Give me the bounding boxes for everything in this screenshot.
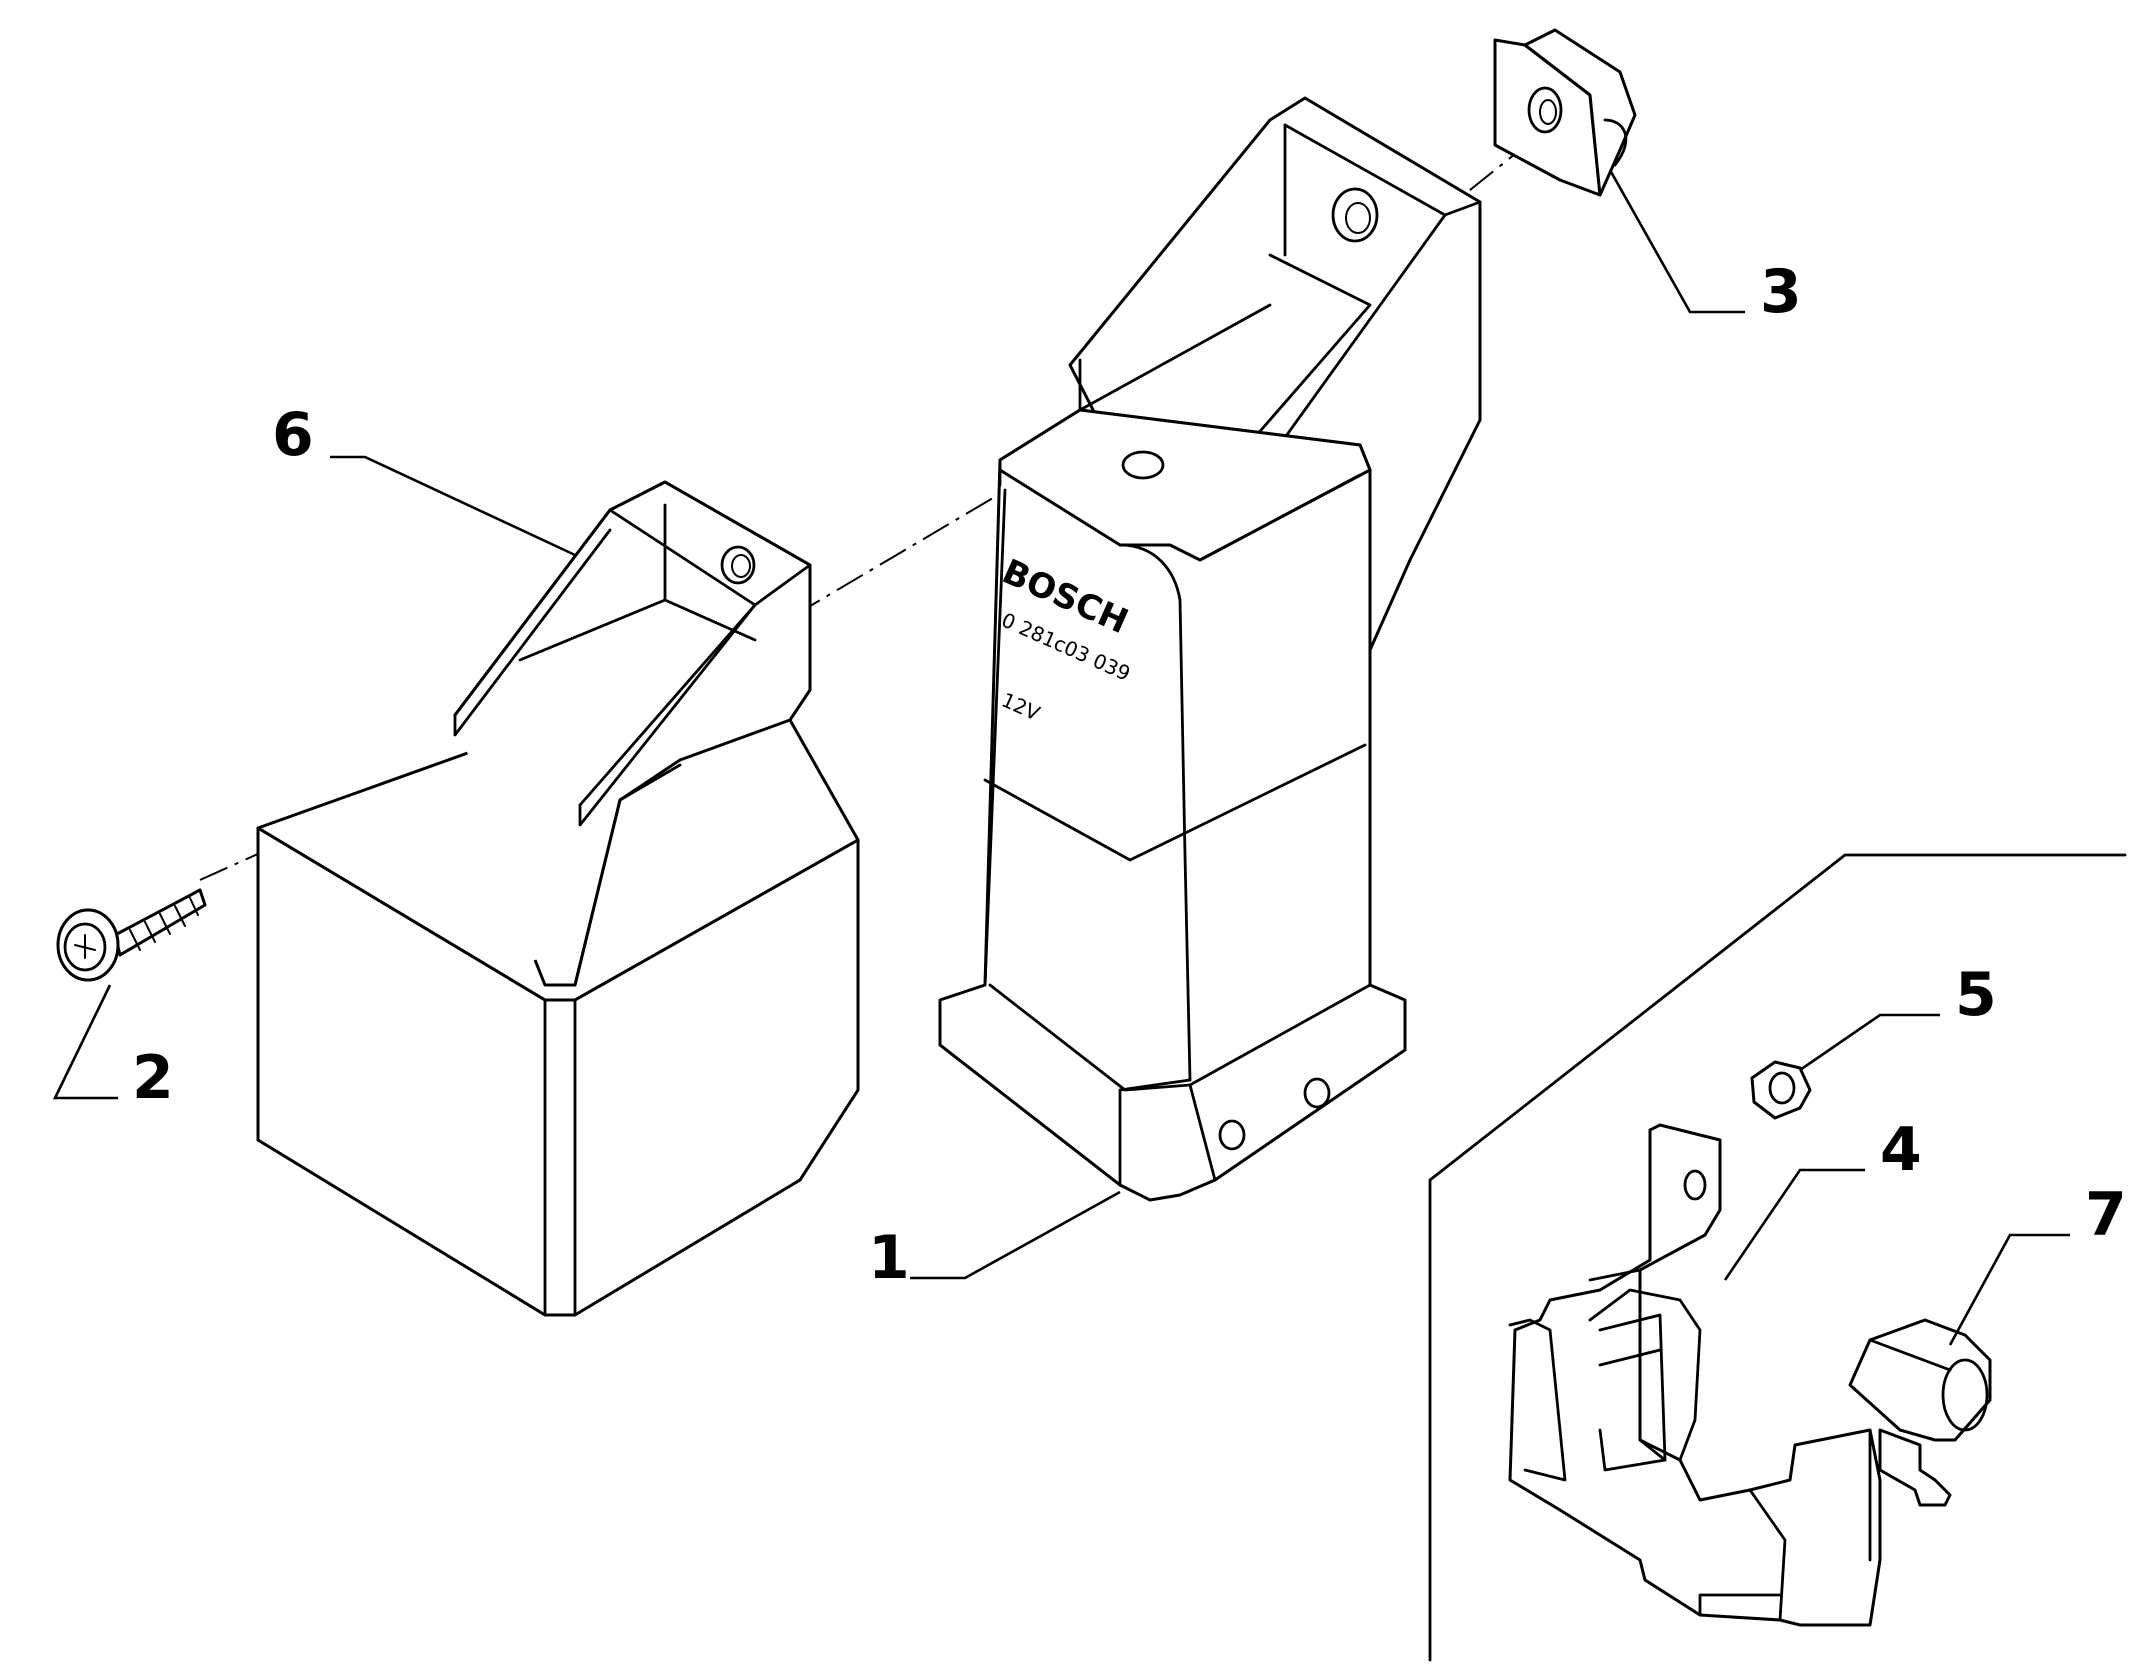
- phillips-screw-icon: [74, 934, 96, 959]
- part-7-push-clip: [1848, 1318, 1992, 1507]
- leader-line-3: [1608, 169, 1745, 314]
- leader-line-7: [1948, 1233, 2070, 1346]
- part-5-hex-nut: [1750, 1060, 1812, 1120]
- part-4-bracket: [1508, 1123, 1882, 1627]
- callout-1: 1: [868, 1223, 910, 1293]
- callout-3: 3: [1760, 257, 1802, 327]
- callout-4: 4: [1880, 1115, 1922, 1185]
- leader-line-6: [330, 455, 576, 557]
- callout-7: 7: [2085, 1180, 2127, 1250]
- part-1-relay: BOSCH 0 281c03 039 12V: [938, 96, 1482, 1202]
- part-6-cover: [256, 480, 860, 1317]
- leader-line-1: [910, 1190, 1121, 1280]
- part-2-screw: [56, 888, 207, 982]
- detail-inset-border: [1428, 853, 2127, 1662]
- callout-2: 2: [132, 1043, 174, 1113]
- callout-6: 6: [272, 400, 314, 470]
- leader-line-5: [1799, 1013, 1940, 1072]
- leader-line-2: [52, 984, 118, 1100]
- leader-line-4: [1723, 1168, 1865, 1281]
- part-3-clip-nut: [1493, 28, 1637, 197]
- callout-5: 5: [1955, 960, 1997, 1030]
